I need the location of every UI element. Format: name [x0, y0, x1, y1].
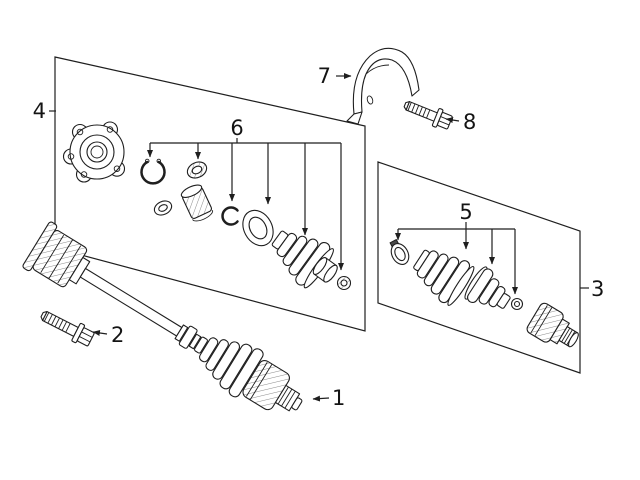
callout-7[interactable]: 7 — [318, 64, 352, 88]
shaft-rings — [174, 324, 202, 350]
callout-1[interactable]: 1 — [312, 386, 345, 410]
callout-8[interactable]: 8 — [445, 110, 476, 134]
c-clip — [221, 206, 239, 226]
bolt-threads — [43, 312, 71, 333]
callout-4[interactable]: 4 — [33, 99, 56, 123]
callout-2[interactable]: 2 — [92, 323, 124, 347]
callout-3-label: 3 — [591, 277, 604, 301]
boot-kit-box — [377, 161, 581, 374]
bolt-threads — [407, 102, 431, 119]
boot-cone — [464, 266, 511, 309]
spacer-sleeve — [312, 257, 338, 283]
main-parts-box — [54, 56, 366, 332]
callout-6-label: 6 — [230, 116, 243, 140]
inner-joint — [22, 221, 91, 288]
hex-bolt — [40, 311, 95, 347]
outer-boot-clamp — [389, 238, 410, 265]
callout-2-leader — [92, 330, 108, 336]
axle-boot — [194, 336, 264, 398]
callout-8-leader — [445, 117, 460, 124]
axle-shaft-assembly — [22, 221, 303, 412]
axle-shaft — [79, 267, 183, 337]
outer-cv-boot — [413, 249, 475, 306]
retaining-ring — [336, 275, 352, 291]
callout-8-label: 8 — [463, 110, 476, 134]
callout-5[interactable]: 5 — [395, 200, 518, 295]
callout-1-label: 1 — [332, 386, 345, 410]
boot-collar — [242, 209, 274, 247]
outer-cv-joint — [526, 302, 579, 348]
callout-6[interactable]: 6 — [147, 116, 344, 271]
flange-bolt — [403, 101, 453, 130]
callout-7-label: 7 — [318, 64, 331, 88]
joint-cap — [180, 184, 214, 222]
callout-4-label: 4 — [33, 99, 46, 123]
callout-1-leader — [312, 395, 330, 402]
axle-stub — [274, 384, 303, 412]
callout-5-leaders — [395, 222, 518, 295]
callout-6-leaders — [147, 138, 344, 271]
snap-ring — [140, 158, 166, 185]
boot-clamp-small — [153, 200, 173, 216]
callout-3[interactable]: 3 — [580, 277, 604, 301]
small-clamp — [186, 161, 208, 179]
callout-5-label: 5 — [459, 200, 472, 224]
callout-2-label: 2 — [111, 323, 124, 347]
small-ring — [510, 297, 524, 311]
mounting-flange — [62, 121, 126, 183]
heat-shield — [346, 47, 420, 125]
